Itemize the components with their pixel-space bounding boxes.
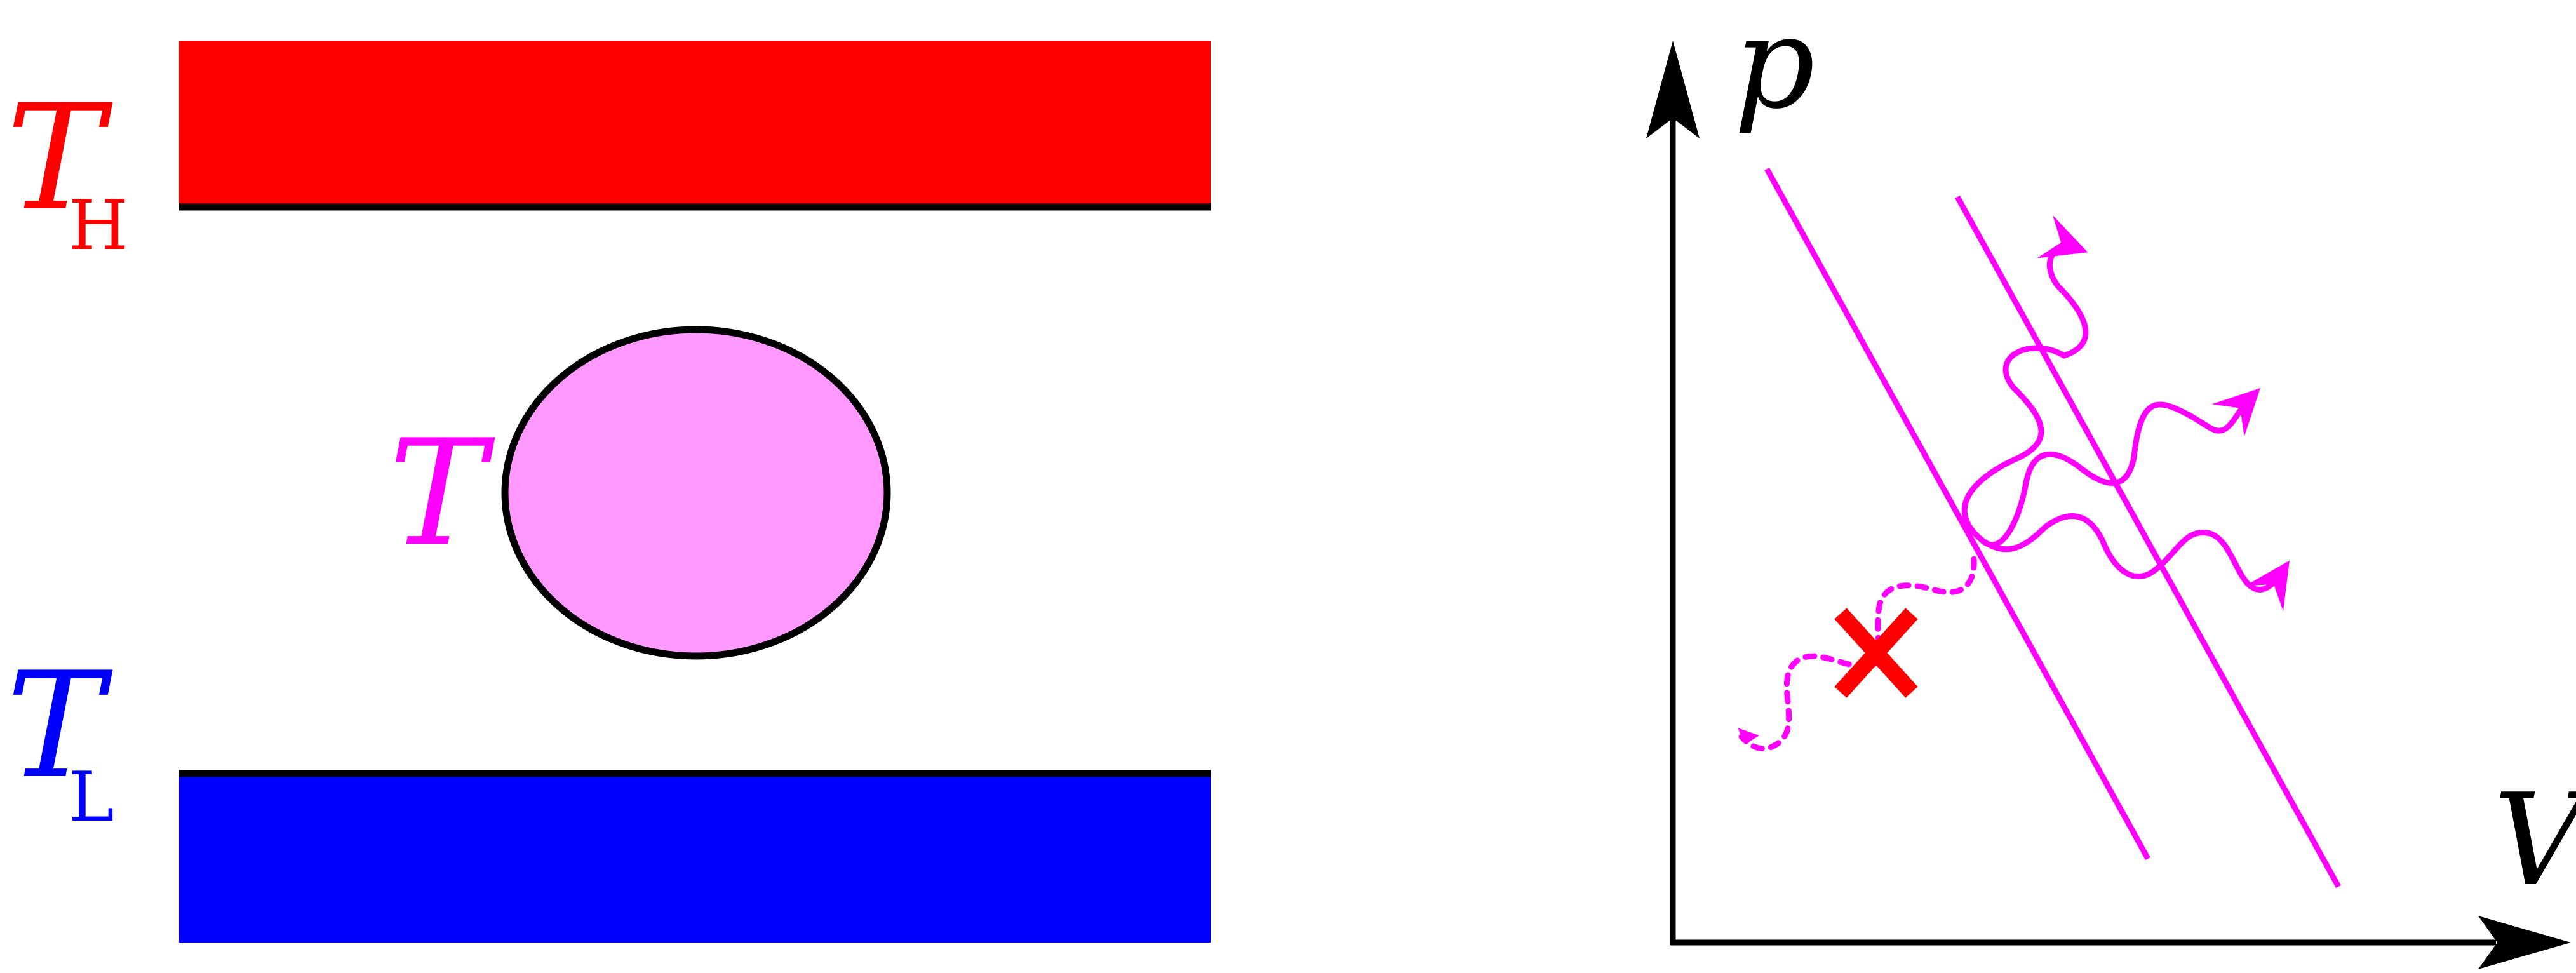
process-path-right-upper	[1978, 387, 2261, 548]
forbidden-arrowhead	[1738, 728, 1759, 744]
isotherms	[1764, 167, 2341, 889]
hot-reservoir-block	[179, 41, 1211, 208]
v-axis-arrowhead	[2478, 916, 2571, 969]
cold-reservoir-subscript: L	[69, 758, 114, 837]
v-axis-label: V	[2493, 767, 2576, 915]
process-path-right-lower	[1978, 513, 2290, 612]
pv-axes	[1646, 41, 2571, 969]
hot-reservoir	[179, 41, 1211, 211]
system-temperature-label: T	[389, 409, 495, 579]
system-body	[501, 326, 891, 660]
isotherm-upper	[1955, 195, 2341, 889]
forbidden-process-path	[1738, 556, 1977, 752]
forbidden-cross-icon	[1834, 608, 1918, 698]
hot-reservoir-subscript: H	[69, 186, 128, 265]
isotherm-lower	[1764, 167, 2150, 861]
cold-reservoir	[179, 770, 1211, 943]
hot-reservoir-label: T	[6, 74, 113, 243]
system-ellipse	[501, 326, 891, 660]
forbidden-process	[1738, 556, 1977, 752]
p-axis-arrowhead	[1646, 41, 1700, 138]
cold-reservoir-block	[179, 772, 1211, 943]
p-axis-label: p	[1734, 0, 1815, 137]
cold-reservoir-label: T	[6, 641, 113, 811]
allowed-processes	[1961, 215, 2290, 612]
process-path-up	[1961, 215, 2089, 543]
